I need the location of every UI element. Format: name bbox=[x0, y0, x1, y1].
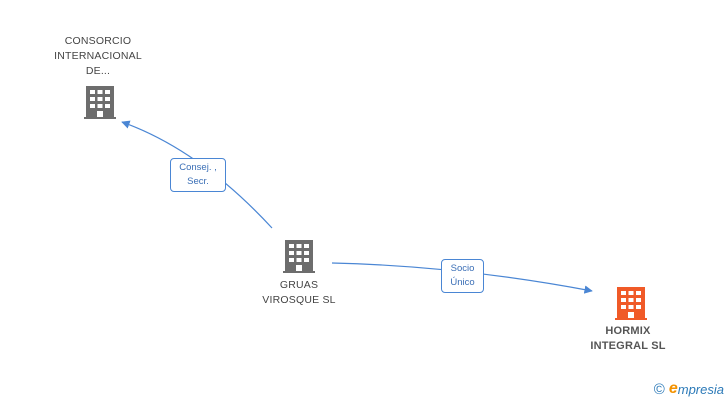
node-label-line: HORMIX bbox=[605, 325, 651, 337]
node-label-hormix[interactable]: HORMIX INTEGRAL SL bbox=[578, 324, 678, 354]
edge-label-line: Único bbox=[450, 277, 475, 288]
brand-name: mpresia bbox=[677, 381, 724, 397]
edge-label-line: Socio bbox=[450, 263, 475, 274]
node-label-line: INTERNACIONAL bbox=[54, 50, 142, 62]
edge-label-socio-unico: Socio Único bbox=[441, 259, 484, 293]
node-label-line: DE... bbox=[85, 65, 111, 77]
brand-initial: e bbox=[668, 380, 678, 397]
node-label-gruas[interactable]: GRUAS VIROSQUE SL bbox=[244, 278, 354, 308]
node-label-line: INTEGRAL SL bbox=[590, 340, 666, 352]
edge-label-line: Secr. bbox=[187, 176, 209, 187]
building-icon[interactable] bbox=[283, 240, 315, 273]
building-icon[interactable] bbox=[615, 287, 647, 320]
node-label-line: CONSORCIO bbox=[64, 35, 132, 47]
node-label-consorcio[interactable]: CONSORCIO INTERNACIONAL DE... bbox=[40, 34, 156, 79]
building-icon[interactable] bbox=[84, 86, 116, 119]
node-label-line: VIROSQUE SL bbox=[262, 294, 336, 306]
edge-label-line: Consej. , bbox=[179, 162, 217, 173]
empresia-logo[interactable]: © e mpresia bbox=[654, 380, 724, 398]
copyright-icon: © bbox=[653, 380, 665, 398]
edge-label-consej-secr: Consej. , Secr. bbox=[170, 158, 226, 192]
node-label-line: GRUAS bbox=[279, 279, 319, 291]
